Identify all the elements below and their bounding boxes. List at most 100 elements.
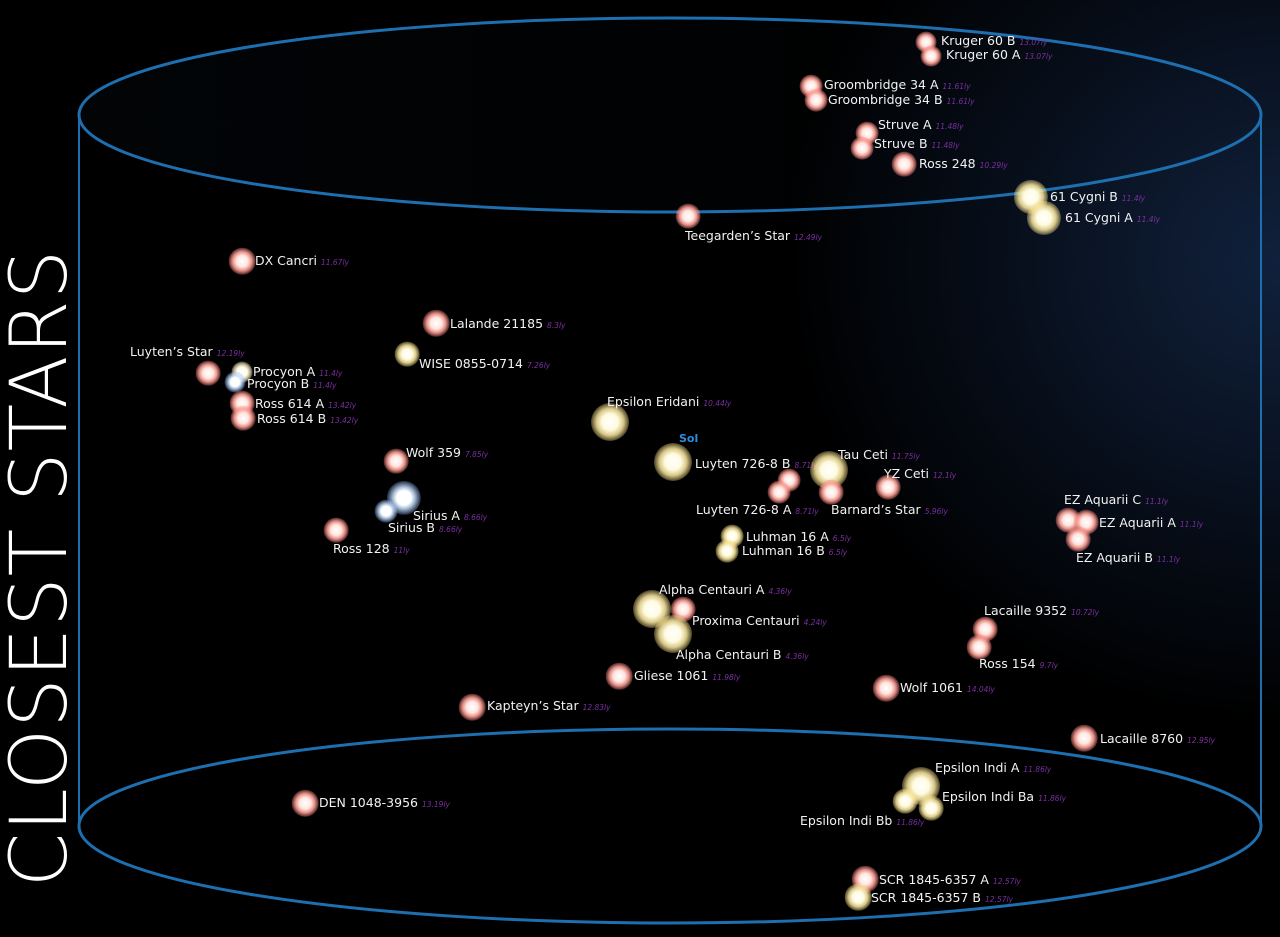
star-distance: 6.5ly <box>832 534 852 543</box>
star-distance: 13.07ly <box>1024 52 1053 61</box>
star-name: Luhman 16 B <box>742 543 825 558</box>
star-name: WISE 0855-0714 <box>419 356 523 371</box>
star-ez-aquarii-b <box>1065 526 1091 552</box>
star-distance: 11.67ly <box>320 258 349 267</box>
star-name: Lacaille 9352 <box>984 603 1068 618</box>
star-name: Epsilon Eridani <box>607 394 700 409</box>
star-ross-128 <box>323 517 349 543</box>
star-distance: 12.19ly <box>216 349 245 358</box>
star-name: Teegarden’s Star <box>685 228 791 243</box>
star-epsilon-indi-bb <box>892 788 918 814</box>
star-distance: 11ly <box>393 546 410 555</box>
star-name: 61 Cygni B <box>1050 189 1118 204</box>
star-name: Epsilon Indi Bb <box>800 813 893 828</box>
star-lacaille-8760 <box>1070 724 1098 752</box>
star-name: Lalande 21185 <box>450 316 544 331</box>
star-distance: 11.86ly <box>1038 794 1067 803</box>
star-ross-154 <box>966 634 992 660</box>
star-name: EZ Aquarii A <box>1099 515 1176 530</box>
star-distance: 11.48ly <box>931 141 960 150</box>
star-distance: 9.7ly <box>1039 661 1059 670</box>
star-yz-ceti <box>875 474 901 500</box>
sol-label: Sol <box>679 432 699 445</box>
star-name: Epsilon Indi A <box>935 760 1020 775</box>
star-distance: 10.44ly <box>703 399 732 408</box>
star-luytens-star <box>195 360 221 386</box>
star-name: Alpha Centauri B <box>676 647 782 662</box>
star-name: SCR 1845-6357 B <box>871 890 982 905</box>
star-name: Wolf 359 <box>406 445 461 460</box>
star-distance: 12.49ly <box>794 233 823 242</box>
star-name: Lacaille 8760 <box>1100 731 1184 746</box>
star-name: Kapteyn’s Star <box>487 698 579 713</box>
star-luyten-726-8-a <box>767 480 791 504</box>
star-distance: 12.57ly <box>992 877 1021 886</box>
star-name: Epsilon Indi Ba <box>942 789 1035 804</box>
star-sirius-b <box>374 499 398 523</box>
star-wolf-359 <box>383 448 409 474</box>
star-name: Luyten 726-8 B <box>695 456 791 471</box>
star-distance: 11.1ly <box>1179 520 1204 529</box>
star-distance: 8.71ly <box>794 461 818 470</box>
star-name: Groombridge 34 A <box>824 77 939 92</box>
star-name: Alpha Centauri A <box>659 582 765 597</box>
star-dx-cancri <box>228 247 256 275</box>
star-distance: 11.4ly <box>1121 194 1146 203</box>
star-distance: 7.85ly <box>464 450 489 459</box>
star-distance: 11.61ly <box>946 97 975 106</box>
cylinder-top-ellipse <box>77 16 1263 214</box>
star-distance: 8.66ly <box>439 525 463 534</box>
star-61-cygni-a <box>1026 200 1062 236</box>
star-name: SCR 1845-6357 A <box>879 872 989 887</box>
star-distance: 11.1ly <box>1145 497 1169 506</box>
star-wise-0855-0714 <box>394 341 420 367</box>
star-name: 61 Cygni A <box>1065 210 1133 225</box>
star-teegardens-star <box>675 203 701 229</box>
star-scr-1845-6357-b <box>844 883 872 911</box>
star-groombridge-34-b <box>804 88 828 112</box>
star-luhman-16-b <box>715 539 739 563</box>
star-distance: 10.72ly <box>1071 608 1100 617</box>
star-den-1048-3956 <box>291 789 319 817</box>
star-name: Kruger 60 B <box>941 33 1016 48</box>
star-name: Sirius B <box>388 520 436 535</box>
star-name: DEN 1048-3956 <box>319 795 418 810</box>
star-distance: 8.66ly <box>463 513 488 522</box>
star-name: Barnard’s Star <box>831 502 921 517</box>
star-name: Struve B <box>874 136 928 151</box>
star-wolf-1061 <box>872 674 900 702</box>
star-distance: 6.5ly <box>828 548 848 557</box>
star-procyon-b <box>224 371 246 393</box>
star-name: Ross 614 A <box>255 396 325 411</box>
star-distance: 12.57ly <box>985 895 1014 904</box>
